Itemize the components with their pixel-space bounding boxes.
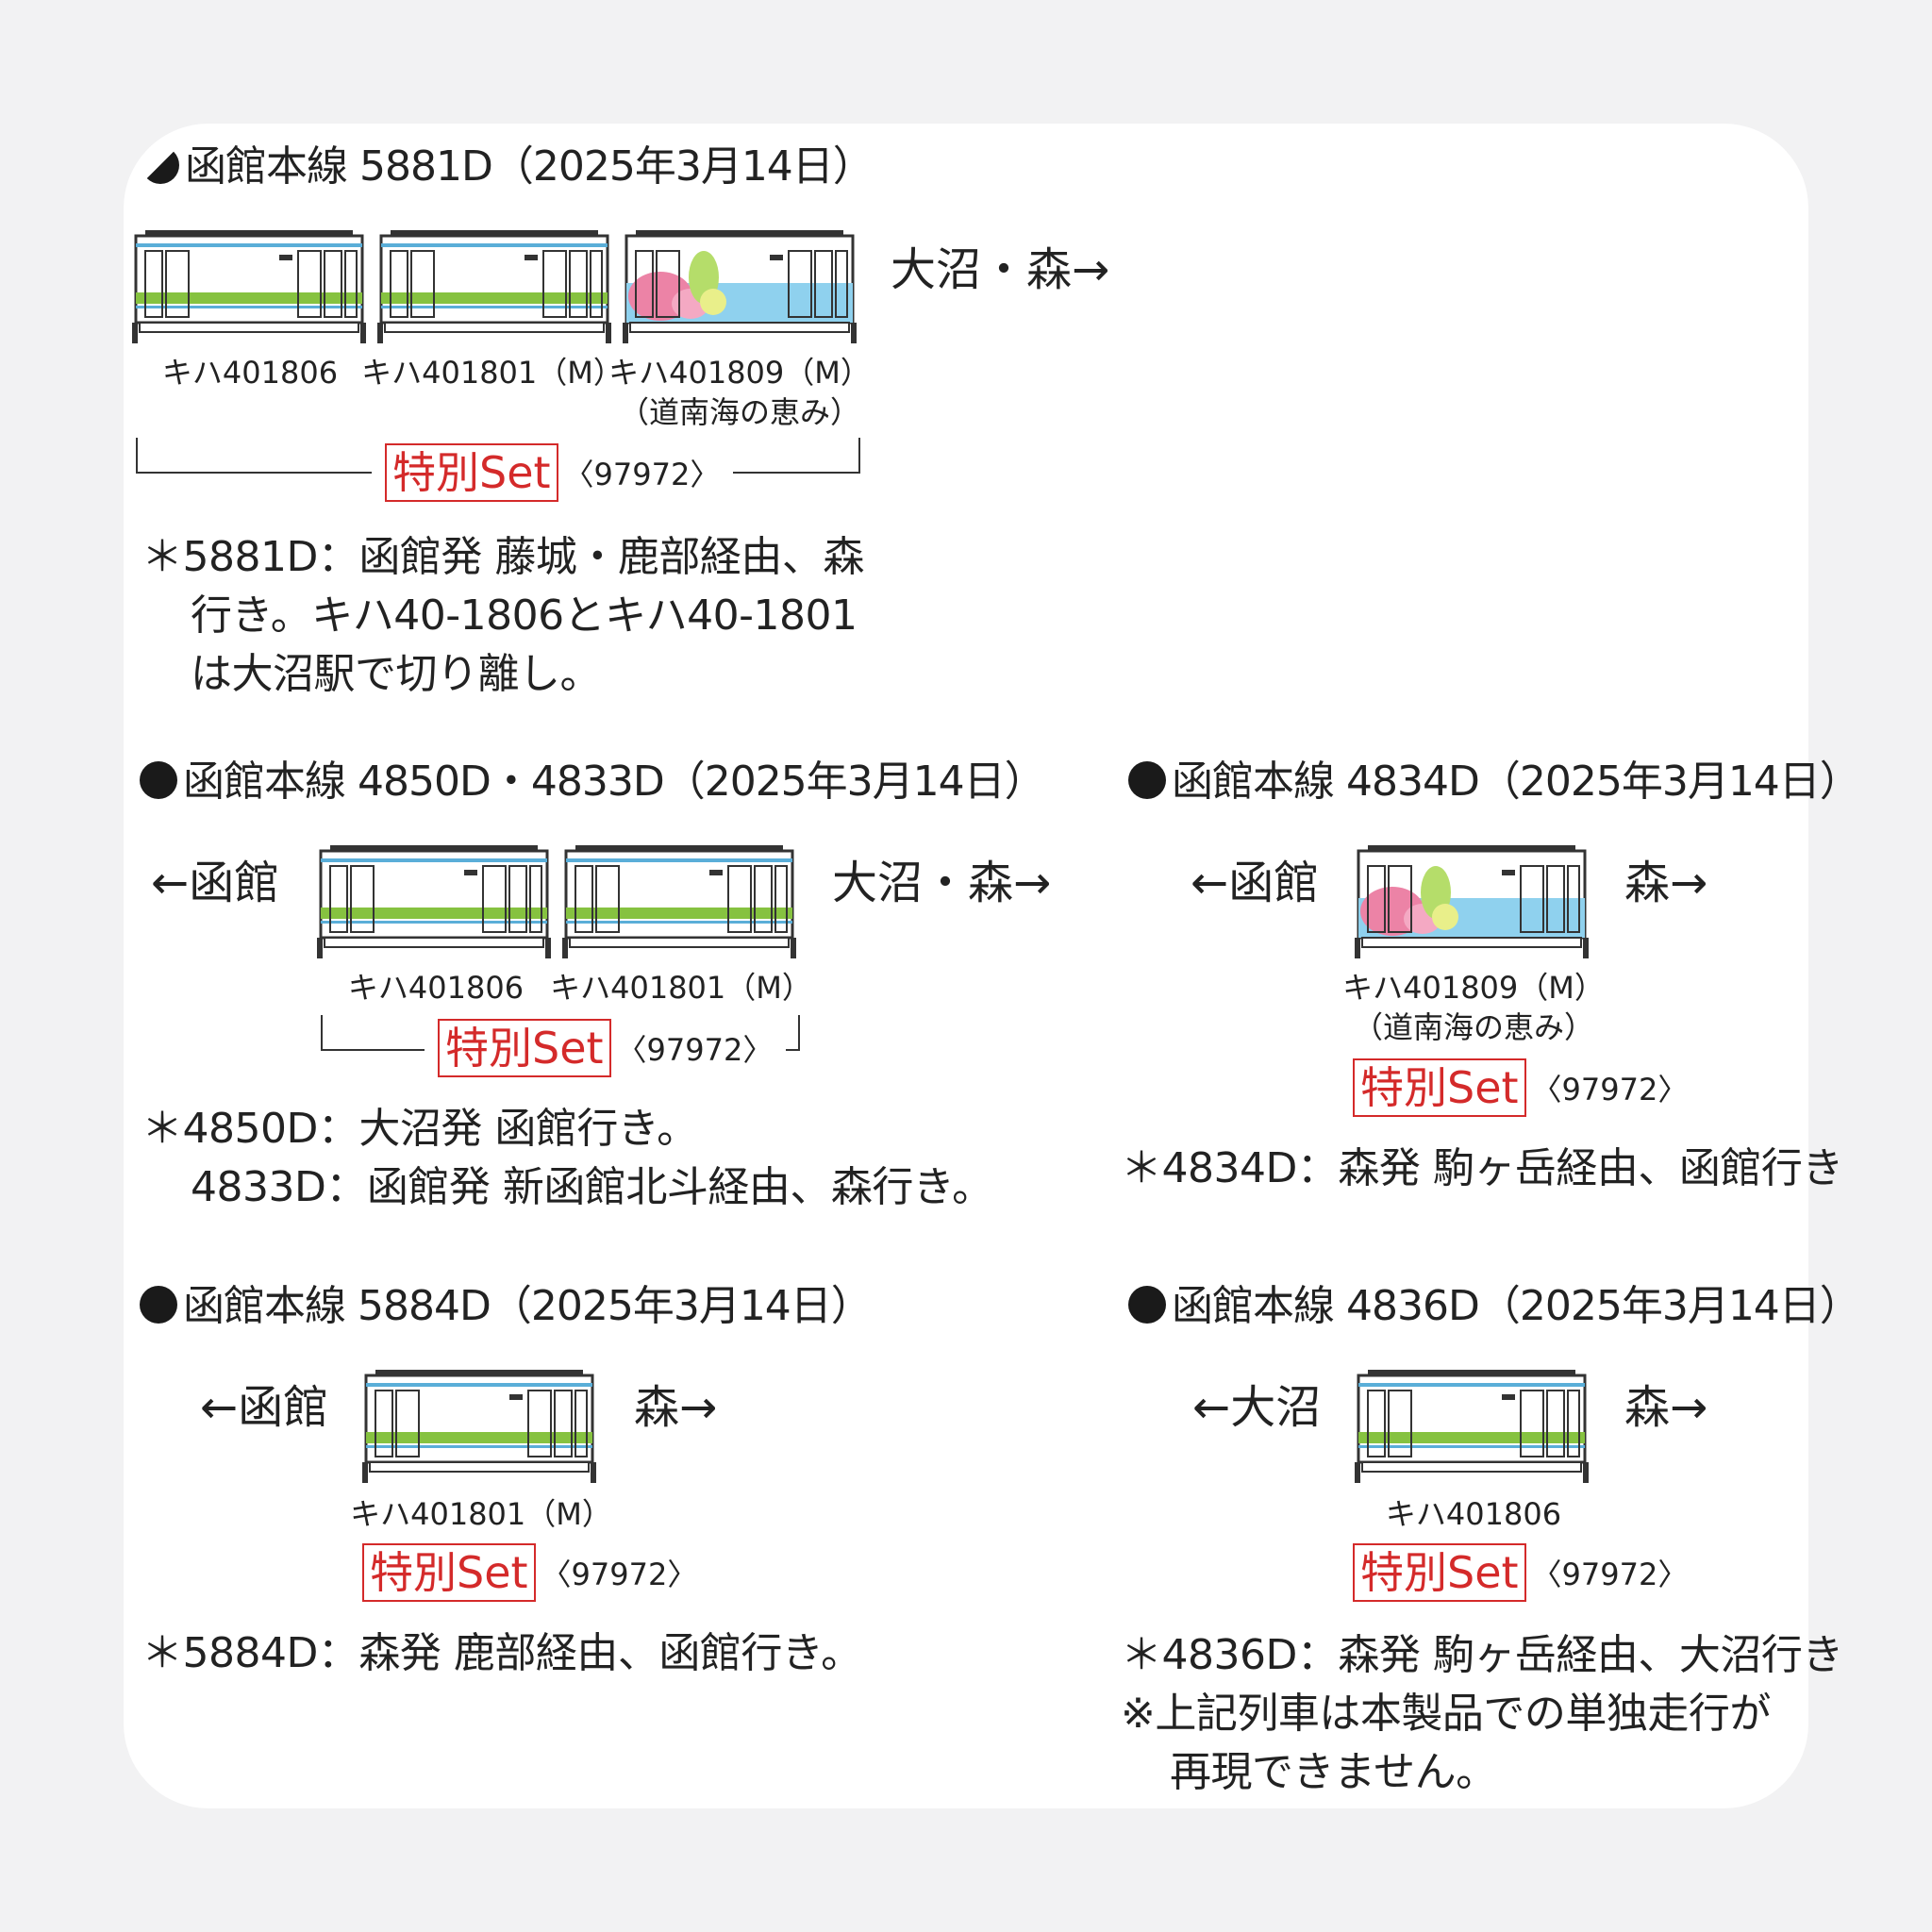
title-text: 函館本線 4836D（2025年3月14日） [1172,1282,1861,1330]
note-4834d: ＊4834D：森発 駒ヶ岳経由、函館行き [1121,1140,1843,1198]
note-5881d: ＊5881D：函館発 藤城・鹿部経由、森 行き。キハ40-1806とキハ40-1… [142,528,864,704]
section-4834d-title: 函館本線 4834D（2025年3月14日） [1128,747,1861,808]
section-4836d-title: 函館本線 4836D（2025年3月14日） [1128,1272,1861,1332]
car-label: キハ401801（M） [361,355,624,391]
car-kiha40-1801 [377,230,613,345]
note-line: ＊4834D：森発 駒ヶ岳経由、函館行き [1121,1144,1843,1192]
set-badge: 特別Set 〈97972〉 [362,1543,697,1602]
title-text: 函館本線 5884D（2025年3月14日） [183,1282,873,1330]
note-line: ※上記列車は本製品での単独走行が [1121,1690,1771,1738]
car-label: キハ401806 [347,970,525,1006]
title-text: 函館本線 5881D（2025年3月14日） [185,142,874,191]
set-badge: 特別Set 〈97972〉 [1353,1543,1688,1602]
title-text: 函館本線 4850D・4833D（2025年3月14日） [183,758,1046,806]
car-label: キハ401801（M） [550,970,812,1006]
bullet-icon [142,146,179,184]
set-badge: 特別Set 〈97972〉 [1353,1058,1688,1117]
set-label: 特別Set [1353,1543,1526,1602]
direction-left: ←函館 [200,1381,329,1434]
title-text: 函館本線 4834D（2025年3月14日） [1172,758,1861,806]
note-line: 4833D：函館発 新函館北斗経由、森行き。 [191,1163,993,1211]
content-card [124,124,1808,1808]
bullet-icon [1128,1286,1166,1324]
car-kiha40-1801 [362,1370,598,1485]
note-line: ＊4836D：森発 駒ヶ岳経由、大沼行き [1121,1631,1843,1679]
note-line: は大沼駅で切り離し。 [191,650,601,698]
car-sublabel: （道南海の恵み） [1352,1009,1595,1045]
set-code: 〈97972〉 [541,1557,698,1592]
section-4850d-title: 函館本線 4850D・4833D（2025年3月14日） [140,747,1046,808]
set-label: 特別Set [362,1543,536,1602]
car-sublabel: （道南海の恵み） [618,394,861,430]
direction-right: 大沼・森→ [891,243,1110,296]
car-label: キハ401801（M） [350,1496,612,1532]
note-line: 行き。キハ40-1806とキハ40-1801 [191,591,858,640]
note-line: ＊4850D：大沼発 函館行き。 [142,1105,698,1153]
section-5884d-title: 函館本線 5884D（2025年3月14日） [140,1272,873,1332]
car-label: キハ401806 [1385,1496,1562,1532]
note-line: ＊5881D：函館発 藤城・鹿部経由、森 [142,533,864,581]
note-line: 再現できません。 [1170,1748,1497,1796]
direction-right: 森→ [1624,1381,1708,1434]
section-5881d-title: 函館本線 5881D（2025年3月14日） [142,132,874,192]
set-badge: 特別Set 〈97972〉 [425,1019,787,1077]
car-kiha40-1809 [623,230,858,345]
note-4850d: ＊4850D：大沼発 函館行き。 4833D：函館発 新函館北斗経由、森行き。 [142,1100,993,1217]
direction-right: 森→ [634,1381,718,1434]
bullet-icon [1128,761,1166,799]
set-label: 特別Set [385,443,558,502]
set-label: 特別Set [438,1019,611,1077]
car-label: キハ401809（M） [1342,970,1605,1006]
direction-left: ←大沼 [1192,1381,1322,1434]
bullet-icon [140,761,177,799]
bullet-icon [140,1286,177,1324]
car-kiha40-1806 [317,845,553,960]
note-line: ＊5884D：森発 鹿部経由、函館行き。 [142,1629,862,1677]
note-4836d: ＊4836D：森発 駒ヶ岳経由、大沼行き ※上記列車は本製品での単独走行が 再現… [1121,1626,1843,1802]
car-kiha40-1806 [132,230,368,345]
car-kiha40-1801 [562,845,798,960]
set-code: 〈97972〉 [563,457,721,492]
direction-right: 森→ [1624,857,1708,909]
set-code: 〈97972〉 [1531,1072,1689,1108]
direction-left: ←函館 [151,857,280,909]
set-code: 〈97972〉 [1531,1557,1689,1592]
set-code: 〈97972〉 [616,1032,774,1068]
car-kiha40-1809 [1355,845,1591,960]
set-badge: 特別Set 〈97972〉 [372,443,734,502]
car-kiha40-1806 [1355,1370,1591,1485]
car-label: キハ401809（M） [608,355,871,391]
set-label: 特別Set [1353,1058,1526,1117]
direction-left: ←函館 [1191,857,1320,909]
direction-right: 大沼・森→ [832,857,1052,909]
car-label: キハ401806 [161,355,339,391]
note-5884d: ＊5884D：森発 鹿部経由、函館行き。 [142,1624,862,1683]
